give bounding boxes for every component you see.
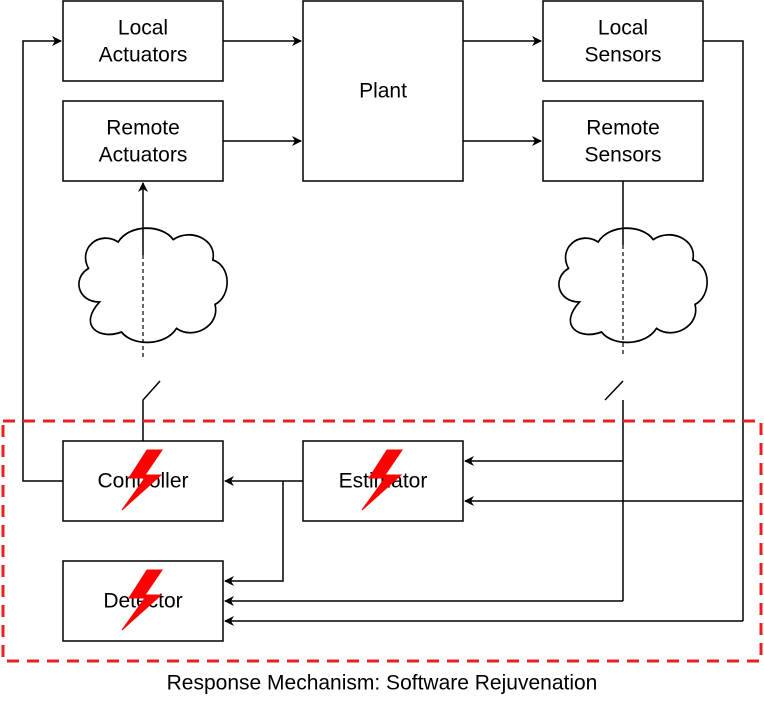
remote-actuators-label-line1: Remote: [106, 117, 180, 140]
local-sensors-label-line2: Sensors: [584, 44, 661, 67]
local-actuators-label-line2: Actuators: [99, 44, 188, 67]
remote-sensors-label-line2: Sensors: [584, 144, 661, 167]
plant-label: Plant: [359, 80, 407, 103]
controller-block: Controller: [62, 440, 224, 522]
response-mechanism-caption: Response Mechanism: Software Rejuvenatio…: [167, 672, 598, 695]
local-actuators-block: Local Actuators: [62, 0, 224, 82]
detector-block: Detector: [62, 560, 224, 642]
network-switch-icon: [142, 380, 161, 441]
remote-actuators-block: Remote Actuators: [62, 100, 224, 182]
estimator-block: Estimator: [302, 440, 464, 522]
cloud-icon: [78, 227, 229, 344]
remote-sensors-block: Remote Sensors: [542, 100, 704, 182]
local-sensors-block: Local Sensors: [542, 0, 704, 82]
estimator-to-detector-arrow: [224, 481, 284, 586]
lightning-bolt-icon: [121, 449, 163, 511]
network-switch-icon: [604, 380, 624, 401]
lightning-bolt-icon: [361, 449, 403, 511]
lightning-bolt-icon: [121, 569, 163, 631]
remote-sensors-label-line1: Remote: [586, 117, 660, 140]
plant-block: Plant: [302, 0, 464, 182]
local-sensors-label-line1: Local: [598, 17, 648, 40]
controller-to-local-actuators-arrow: [22, 36, 63, 482]
cloud-icon: [558, 227, 709, 344]
local-actuators-label-line1: Local: [118, 17, 168, 40]
remote-actuators-label-line2: Actuators: [99, 144, 188, 167]
local-sensor-bus: [703, 40, 744, 621]
